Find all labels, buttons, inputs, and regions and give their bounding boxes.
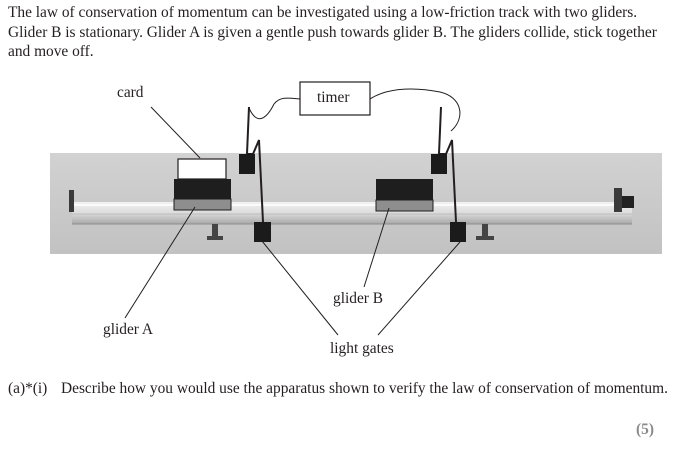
cable-left	[248, 97, 301, 120]
glider-a	[173, 158, 232, 211]
light-gate-1	[239, 106, 271, 242]
timer-label: timer	[317, 89, 350, 106]
glider-a-label: glider A	[103, 321, 154, 338]
glider-b	[375, 179, 434, 212]
question-text: Describe how you would use the apparatus…	[61, 380, 668, 397]
marks-allocation: (5)	[636, 421, 654, 438]
question-number: (a)*(i)	[8, 380, 48, 397]
light-gate-2	[431, 106, 466, 242]
card-label: card	[117, 84, 144, 101]
glider-b-label: glider B	[333, 290, 384, 307]
cable-right	[369, 88, 461, 132]
leader-lines	[124, 106, 461, 336]
intro-paragraph: The law of conservation of momentum can …	[8, 4, 657, 60]
light-gates-label: light gates	[330, 340, 394, 357]
card	[177, 158, 227, 180]
